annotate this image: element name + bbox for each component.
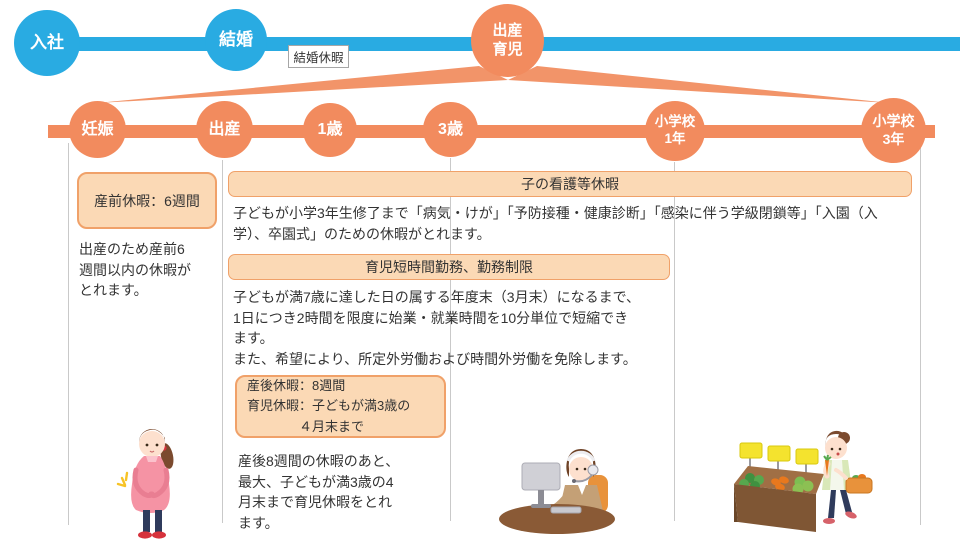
guide-line-age3	[450, 158, 451, 521]
prenatal-leave-description: 出産のため産前6 週間以内の休暇が とれます。	[79, 241, 191, 299]
sub-node-label: 小学校 1年	[654, 114, 696, 146]
fan-line-left	[97, 66, 508, 103]
postnatal-leave-description: 産後8週間の休暇のあと、 最大、子どもが満3歳の4 月末まで育児休暇をとれ ます…	[238, 453, 400, 532]
timeline-node-joining: 入社	[14, 10, 80, 76]
timeline-node-label: 結婚	[219, 30, 253, 50]
timeline-node-marriage: 結婚	[205, 9, 267, 71]
sub-node-school-year1: 小学校 1年	[645, 101, 705, 161]
woman-grocery-shopping-illustration	[728, 426, 880, 540]
sub-timeline-bar	[48, 125, 935, 138]
nursing-leave-description: 子どもが小学3年生修了まで「病気・けが」「予防接種・健康診断」「感染に伴う学級閉…	[233, 205, 878, 242]
sub-node-school-year3: 小学校 3年	[861, 98, 926, 163]
short-hours-panel: 育児短時間勤務、勤務制限	[228, 254, 670, 280]
short-hours-title: 育児短時間勤務、勤務制限	[365, 259, 533, 275]
sub-node-age1: 1歳	[303, 103, 357, 157]
short-hours-description: 子どもが満7歳に達した日の属する年度末（3月末）になるまで、 1日につき2時間を…	[233, 289, 641, 368]
nursing-leave-panel: 子の看護等休暇	[228, 171, 912, 197]
woman-with-headset-illustration	[495, 445, 621, 537]
sub-node-label: 小学校 3年	[872, 113, 915, 147]
sub-node-age3: 3歳	[423, 102, 478, 157]
guide-line-pregnancy	[68, 143, 69, 525]
prenatal-leave-title: 産前休暇：6週間	[94, 192, 200, 209]
prenatal-leave-panel: 産前休暇：6週間	[77, 172, 217, 229]
sub-node-birth: 出産	[196, 101, 253, 158]
sub-node-label: 出産	[208, 120, 241, 138]
timeline-node-birth-childcare: 出産 育児	[471, 4, 544, 77]
postnatal-leave-panel: 産後休暇：8週間 育児休暇：子どもが満3歳の ４月末まで	[235, 375, 446, 438]
sub-node-label: 妊娠	[81, 120, 114, 138]
fan-line-right	[508, 66, 890, 103]
sub-node-label: 3歳	[438, 120, 463, 138]
marriage-leave-text: 結婚休暇	[293, 51, 344, 65]
timeline-node-label: 入社	[30, 33, 64, 53]
guide-line-school1	[674, 162, 675, 521]
marriage-leave-label: 結婚休暇	[288, 45, 349, 68]
guide-line-school3	[920, 148, 921, 525]
guide-line-birth	[222, 160, 223, 523]
timeline-node-label: 出産 育児	[492, 21, 523, 58]
sub-node-pregnancy: 妊娠	[69, 101, 126, 158]
pregnant-woman-illustration	[112, 426, 190, 542]
nursing-leave-title: 子の看護等休暇	[521, 176, 619, 192]
sub-node-label: 1歳	[317, 121, 343, 138]
